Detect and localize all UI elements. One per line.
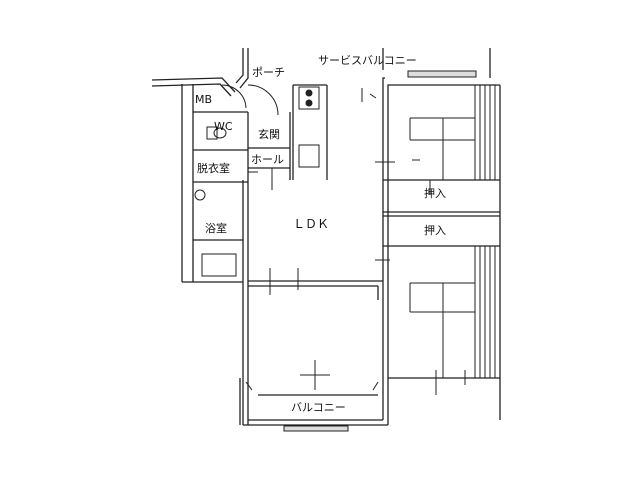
- bath-fixtures: [194, 126, 237, 277]
- tatami-room-lower: [387, 245, 496, 379]
- label-balcony: バルコニー: [291, 401, 346, 414]
- label-porch: ポーチ: [252, 66, 285, 79]
- label-ldk: ＬＤＫ: [293, 217, 329, 231]
- label-closet-upper: 押入: [424, 186, 446, 200]
- label-entrance: 玄関: [258, 127, 280, 141]
- label-hall: ホール: [251, 153, 284, 166]
- label-wc: WC: [214, 120, 233, 133]
- tatami-room-upper: [387, 84, 496, 181]
- label-service-balcony: サービスバルコニー: [318, 54, 417, 67]
- door-swings: [221, 84, 379, 391]
- label-closet-lower: 押入: [424, 223, 446, 237]
- label-bathroom: 浴室: [205, 221, 227, 235]
- label-dressing-room: 脱衣室: [197, 161, 230, 175]
- windows: [283, 70, 477, 432]
- tick-marks: [248, 159, 466, 395]
- label-meter-box: MB: [195, 93, 212, 106]
- kitchen-counter: [298, 86, 320, 168]
